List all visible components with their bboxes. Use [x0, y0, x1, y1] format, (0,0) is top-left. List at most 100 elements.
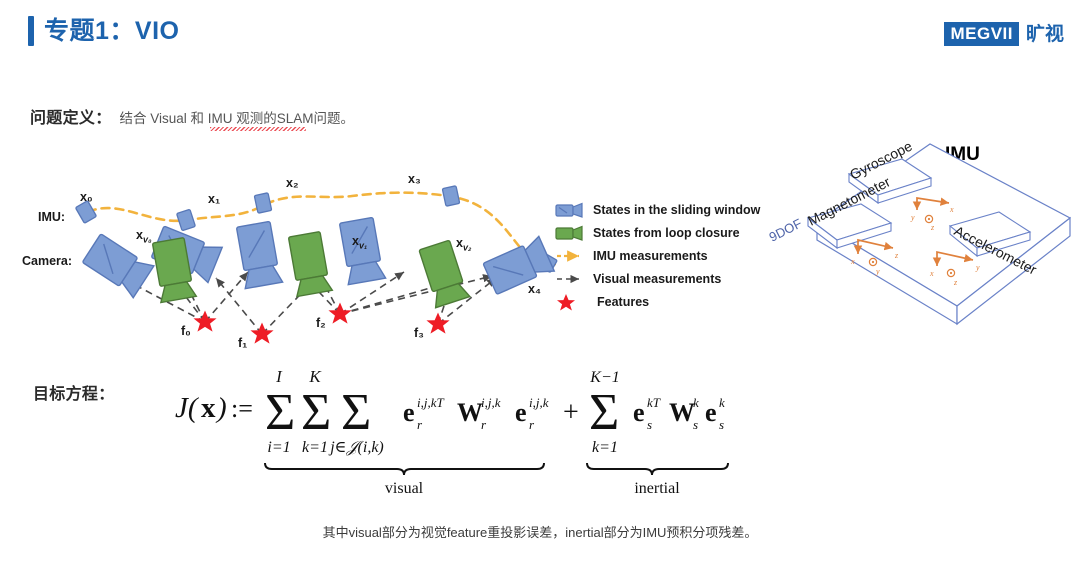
feature-label-f1: f₁ [238, 336, 248, 350]
mag-axis-right: z [894, 251, 899, 260]
state-label-x4: x₄ [528, 282, 541, 296]
formula-lhs-close: ) [215, 392, 227, 424]
state-label-x3: x₃ [408, 172, 421, 186]
feature-stars [193, 302, 450, 344]
visual-residual-term: e r i,j,kT W r i,j,k e r i,j,k [403, 395, 549, 432]
svg-text:e: e [403, 398, 415, 427]
accel-axis-left: x [929, 269, 934, 278]
accelerometer-chip [948, 211, 1032, 258]
camera-row-label: Camera: [22, 254, 73, 268]
diagram-legend: States in the sliding window States from… [555, 198, 760, 313]
state-label-x2: x₂ [286, 176, 299, 190]
logo-wordmark: MEGVII [944, 22, 1019, 46]
sum-1-lower: i=1 [267, 439, 290, 456]
imu-board-canvas: Gyroscope Magnetometer Accelerometer 9DO… [767, 138, 1072, 326]
imu-board-illustration: Gyroscope Magnetometer Accelerometer 9DO… [745, 130, 1080, 335]
svg-text:s: s [693, 417, 698, 432]
objective-equation: J( x ) := Σ I i=1 Σ K k=1 Σ j∈𝒥(i,k) e r… [175, 365, 815, 500]
svg-text:i,j,k: i,j,k [529, 395, 549, 410]
sum-3-lower: j∈𝒥(i,k) [328, 439, 384, 456]
svg-text:s: s [719, 417, 724, 432]
gyro-axis-left: y [910, 213, 915, 222]
feature-label-f2: f₂ [316, 316, 326, 330]
imu-row-label: IMU: [38, 210, 66, 224]
svg-text:k: k [693, 395, 699, 410]
magnetometer-axes-icon [853, 238, 894, 267]
legend-item-sliding-window: States in the sliding window [555, 198, 760, 221]
problem-definition-body: 结合 Visual 和 IMU 观测的SLAM问题。 [119, 111, 355, 126]
gyroscope-axes-icon [912, 197, 950, 224]
title-accent-bar [28, 16, 34, 46]
svg-text:i,j,kT: i,j,kT [417, 395, 444, 410]
formula-lhs-vector: x [201, 392, 216, 424]
sum-4-upper: K−1 [589, 369, 619, 386]
sum-1-upper: I [275, 367, 283, 386]
legend-label: States from loop closure [593, 225, 740, 240]
state-label-x1: x₁ [208, 192, 221, 206]
legend-item-imu-measurements: IMU measurements [555, 244, 760, 267]
sum-4-lower: k=1 [592, 439, 618, 456]
formula-canvas: J( x ) := Σ I i=1 Σ K k=1 Σ j∈𝒥(i,k) e r… [175, 367, 729, 497]
objective-equation-label: 目标方程： [33, 386, 115, 403]
problem-definition: 问题定义： 结合 Visual 和 IMU 观测的SLAM问题。 [30, 104, 355, 131]
feature-label-f0: f₀ [181, 324, 191, 338]
loop-label-xv1: xv₁ [352, 234, 368, 251]
gyro-axis-center: z [930, 223, 935, 232]
svg-text:e: e [515, 398, 527, 427]
sum-2-symbol: Σ [301, 384, 331, 441]
svg-text:k: k [719, 395, 725, 410]
legend-item-visual-measurements: Visual measurements [555, 267, 760, 290]
page-title: 专题1：VIO [28, 16, 179, 46]
equation-caption: 其中visual部分为视觉feature重投影误差，inertial部分为IMU… [322, 525, 758, 540]
sum-1-symbol: Σ [265, 384, 295, 441]
legend-item-features: Features [555, 290, 760, 313]
loop-closure-camera-states [152, 231, 472, 309]
legend-label: Visual measurements [593, 271, 722, 286]
svg-text:W: W [457, 398, 483, 427]
green-camera-icon [555, 225, 585, 241]
magnetometer-chip [806, 203, 893, 250]
problem-definition-text: 结合 Visual 和 IMU 观测的SLAM问题。 [119, 107, 355, 131]
accel-axis-right: y [975, 263, 980, 272]
legend-label: Features [597, 294, 650, 309]
svg-text:kT: kT [647, 395, 661, 410]
accelerometer-axes-icon [932, 250, 974, 278]
legend-label: IMU measurements [593, 248, 708, 263]
formula-plus-operator: + [563, 397, 579, 428]
state-label-x0: x₀ [80, 190, 93, 204]
svg-text:W: W [669, 398, 695, 427]
visual-brace-label: visual [385, 480, 424, 497]
gyro-axis-right: x [949, 205, 954, 214]
svg-text:e: e [705, 398, 717, 427]
gray-dashed-arrow-icon [555, 271, 585, 287]
svg-text:s: s [647, 417, 652, 432]
mag-axis-center: y [875, 267, 880, 276]
formula-assign-op: := [231, 394, 253, 423]
board-right-edge [956, 216, 1071, 326]
mag-axis-left: x [850, 257, 855, 266]
formula-lhs: J( [175, 392, 200, 424]
svg-text:e: e [633, 398, 645, 427]
axis-letters: y x z x z y x y z [850, 205, 980, 287]
loop-label-xv2: xv₂ [456, 236, 472, 253]
sum-2-upper: K [308, 367, 322, 386]
megvii-logo: MEGVII 旷视 [944, 22, 1064, 46]
svg-text:r: r [481, 417, 487, 432]
sum-2-lower: k=1 [302, 439, 328, 456]
legend-label: States in the sliding window [593, 202, 761, 217]
inertial-brace [586, 462, 729, 476]
loop-label-xv0: xv₀ [136, 228, 152, 245]
accel-axis-center: z [953, 278, 958, 287]
logo-chinese-name: 旷视 [1025, 23, 1064, 45]
svg-text:r: r [529, 417, 535, 432]
svg-text:r: r [417, 417, 423, 432]
svg-text:i,j,k: i,j,k [481, 395, 501, 410]
vio-factor-graph-diagram: IMU: Camera: x₀ x₁ x₂ x₃ x₄ xv₀ xv₁ xv₂ … [0, 150, 790, 360]
diagram-canvas [75, 185, 558, 344]
problem-definition-label: 问题定义： [30, 110, 112, 127]
red-star-icon [555, 293, 585, 310]
board-tag-9dof: 9DOF [767, 216, 805, 245]
legend-item-loop-closure: States from loop closure [555, 221, 760, 244]
visual-brace [264, 462, 545, 476]
inertial-brace-label: inertial [634, 480, 680, 497]
